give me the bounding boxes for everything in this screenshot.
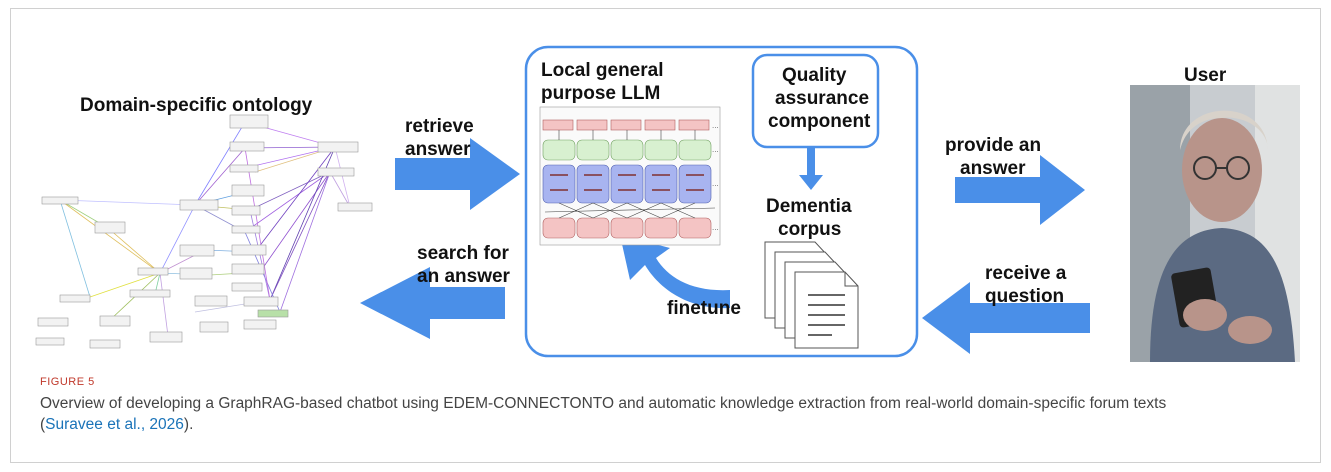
receive-arrow [922,282,1090,354]
svg-text:...: ... [712,223,719,232]
citation-link[interactable]: Suravee et al., 2026 [45,416,184,433]
retrieve-arrow [395,138,520,210]
retrieve-label-line2: answer [405,139,471,160]
finetune-arrow [620,235,730,309]
receive-label-line2: question [985,286,1065,307]
svg-text:...: ... [712,145,719,154]
dementia-label-line2: corpus [778,219,842,240]
finetune-label: finetune [667,298,741,319]
llm-container [524,45,919,358]
qa-label-line3: component [768,111,871,132]
dementia-label-line1: Dementia [766,196,852,217]
neural-network-illustration: ... ... ... ... [539,106,721,246]
search-arrow [360,267,505,339]
llm-title-line2: purpose LLM [541,83,661,104]
qa-box [751,53,880,149]
figure-frame [10,8,1321,463]
receive-label-line1: receive a [985,263,1067,284]
user-title: User [1184,65,1227,86]
search-label-line1: search for [417,243,509,264]
provide-arrow [955,155,1085,225]
figure-label: FIGURE 5 [40,376,95,388]
caption-text: Overview of developing a GraphRAG-based … [40,395,1167,433]
svg-text:...: ... [712,121,719,130]
provide-label-line2: answer [960,158,1026,179]
documents-icon [764,241,859,349]
qa-down-arrow [799,147,823,190]
diagram-canvas: ... ... ... ... [35,45,1300,362]
user-photo [1130,85,1300,362]
search-label-line2: an answer [417,266,510,287]
ontology-title: Domain-specific ontology [80,95,313,116]
ontology-nodes [35,114,373,349]
qa-label-line1: Quality [782,65,847,86]
retrieve-label-line1: retrieve [405,116,474,137]
arrows [360,138,1090,354]
caption-text-end: ). [183,416,194,433]
figure-caption: Overview of developing a GraphRAG-based … [40,393,1220,435]
provide-label-line1: provide an [945,135,1042,156]
llm-title-line1: Local general [541,60,664,81]
qa-label-line2: assurance [775,88,870,109]
svg-text:...: ... [712,179,719,188]
